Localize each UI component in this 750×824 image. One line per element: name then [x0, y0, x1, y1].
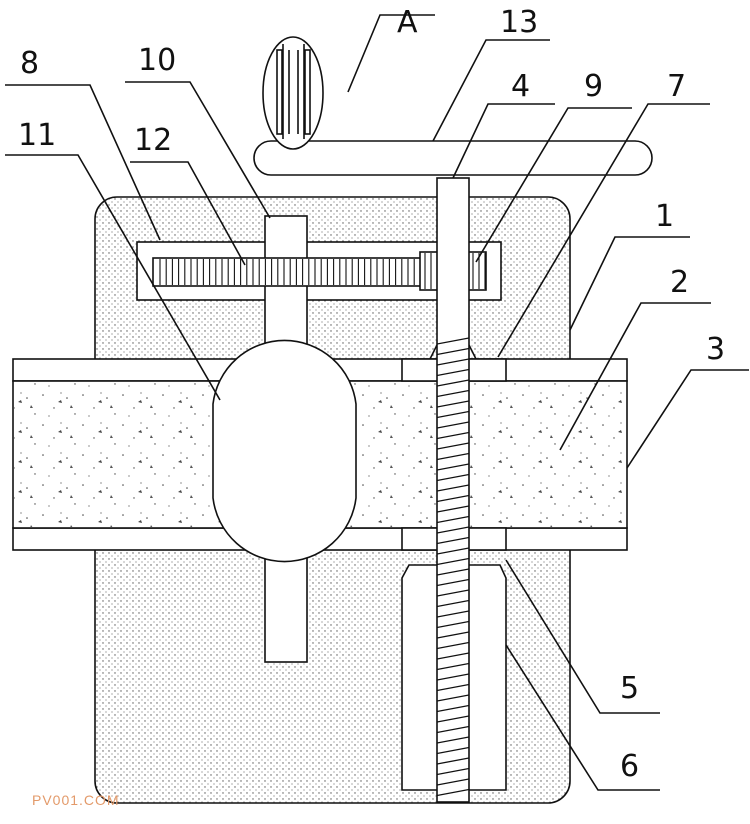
label-6: 6	[620, 749, 639, 784]
label-10: 10	[138, 43, 176, 78]
label-5: 5	[620, 671, 639, 706]
rack-teeth	[159, 259, 421, 285]
label-9: 9	[584, 69, 603, 104]
rack	[152, 257, 426, 287]
label-13: 13	[500, 5, 538, 40]
label-11: 11	[18, 118, 56, 153]
label-1: 1	[655, 199, 674, 234]
label-12: 12	[134, 123, 172, 158]
ball	[212, 339, 357, 563]
label-7: 7	[667, 69, 686, 104]
watermark: PV001.COM	[32, 792, 120, 808]
label-4: 4	[511, 69, 530, 104]
label-3: 3	[706, 332, 725, 367]
label-a: A	[397, 5, 418, 40]
handle	[253, 140, 653, 176]
label-2: 2	[670, 265, 689, 300]
upper-nut-chamfer	[429, 344, 477, 360]
leader-lines	[5, 14, 749, 791]
screw-thread	[437, 337, 469, 797]
label-8: 8	[20, 46, 39, 81]
detail-a	[262, 36, 324, 150]
